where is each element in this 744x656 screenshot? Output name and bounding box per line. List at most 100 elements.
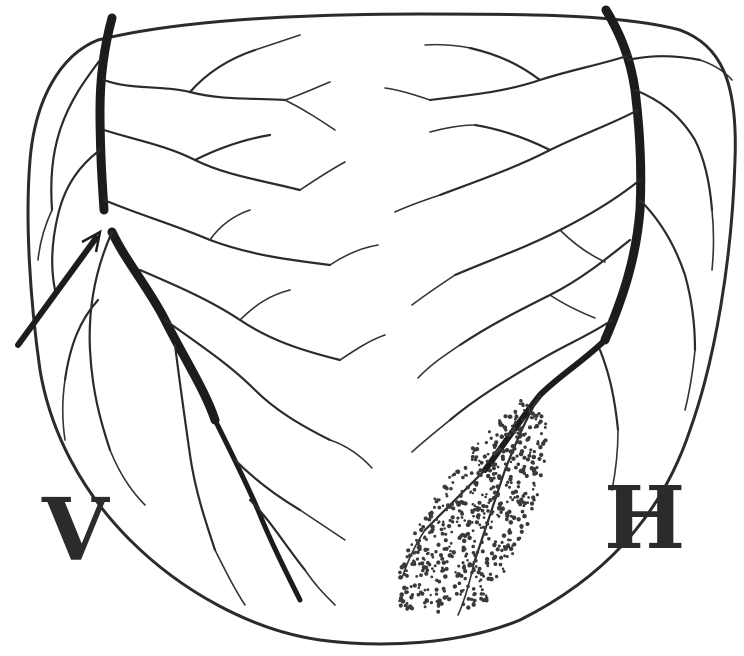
stipple-dot <box>486 565 489 568</box>
stipple-dot <box>514 466 518 470</box>
stipple-dot <box>417 586 420 589</box>
stipple-dot <box>418 583 421 586</box>
stipple-dot <box>421 569 425 573</box>
stipple-dot <box>470 571 473 574</box>
stipple-dot <box>509 547 514 552</box>
stipple-dot <box>458 493 462 497</box>
stipple-dot <box>427 548 430 551</box>
stipple-dot <box>437 602 441 606</box>
stipple-dot <box>488 468 492 472</box>
stipple-dot <box>493 477 496 480</box>
stipple-dot <box>512 542 515 545</box>
stipple-dot <box>410 554 413 557</box>
stipple-dot <box>456 517 459 520</box>
stipple-dot <box>498 448 502 452</box>
stipple-dot <box>502 533 507 538</box>
stipple-dot <box>507 433 511 437</box>
stipple-dot <box>444 486 448 490</box>
stipple-dot <box>433 535 436 538</box>
stipple-dot <box>529 448 532 451</box>
stipple-dot <box>475 456 478 459</box>
stipple-dot <box>434 564 437 567</box>
stipple-dot <box>511 498 514 501</box>
stipple-dot <box>507 510 511 514</box>
stipple-dot <box>410 606 414 610</box>
stipple-dot <box>517 517 521 521</box>
stipple-dot <box>490 437 493 440</box>
stipple-dot <box>448 476 451 479</box>
stipple-dot <box>461 602 465 606</box>
stipple-dot <box>441 568 445 572</box>
stipple-dot <box>430 576 433 579</box>
stipple-dot <box>483 512 486 515</box>
stipple-dot <box>519 452 524 457</box>
stipple-dot <box>507 543 510 546</box>
stipple-dot <box>437 610 440 613</box>
stipple-dot <box>430 601 433 604</box>
stipple-dot <box>516 495 520 499</box>
stipple-dot <box>533 484 535 486</box>
stipple-dot <box>471 510 475 514</box>
stipple-dot <box>481 494 484 497</box>
stipple-dot <box>537 457 541 461</box>
stipple-dot <box>441 523 444 526</box>
stipple-dot <box>483 532 487 536</box>
stipple-dot <box>458 582 462 586</box>
stipple-dot <box>530 502 534 506</box>
stipple-dot <box>493 451 497 455</box>
stipple-dot <box>461 490 464 493</box>
stipple-dot <box>445 493 448 496</box>
stipple-dot <box>415 575 418 578</box>
stipple-dot <box>485 505 488 508</box>
stipple-dot <box>461 476 465 480</box>
stipple-dot <box>527 454 531 458</box>
stipple-dot <box>449 519 452 522</box>
stipple-dot <box>472 515 475 518</box>
stipple-dot <box>509 475 513 479</box>
stipple-dot <box>511 552 514 555</box>
stipple-dot <box>513 423 516 426</box>
stipple-dot <box>489 526 493 530</box>
stipple-dot <box>466 485 470 489</box>
stipple-dot <box>435 592 438 595</box>
stipple-dot <box>415 539 418 542</box>
stipple-dot <box>480 461 484 465</box>
stipple-dot <box>511 491 515 495</box>
stipple-dot <box>472 602 475 605</box>
stipple-dot <box>511 429 515 433</box>
stipple-dot <box>528 425 532 429</box>
label-h: H <box>604 468 685 569</box>
stipple-dot <box>497 515 500 518</box>
stipple-dot <box>436 543 440 547</box>
stipple-dot <box>464 466 468 470</box>
stipple-dot <box>462 539 467 544</box>
stipple-dot <box>499 511 502 514</box>
stipple-dot <box>486 460 489 463</box>
stipple-dot <box>503 426 507 430</box>
stipple-dot <box>530 416 533 419</box>
stipple-dot <box>472 567 476 571</box>
stipple-dot <box>499 501 503 505</box>
stipple-dot <box>502 568 505 571</box>
stipple-dot <box>496 547 500 551</box>
stipple-dot <box>493 495 497 499</box>
stipple-dot <box>410 585 413 588</box>
stipple-dot <box>515 435 518 438</box>
stipple-dot <box>437 506 441 510</box>
stipple-dot <box>532 482 535 485</box>
stipple-dot <box>481 588 484 591</box>
stipple-dot <box>440 528 444 532</box>
stipple-dot <box>479 473 483 477</box>
stipple-dot <box>472 593 475 596</box>
stipple-dot <box>428 531 431 534</box>
stipple-dot <box>482 592 485 595</box>
stipple-dot <box>490 511 494 515</box>
stipple-dot <box>522 433 526 437</box>
stipple-dot <box>532 462 535 465</box>
stipple-dot <box>505 484 508 487</box>
stipple-dot <box>448 553 453 558</box>
stipple-dot <box>450 531 453 534</box>
stipple-dot <box>523 409 525 411</box>
stipple-dot <box>466 605 470 609</box>
stipple-dot <box>517 441 520 444</box>
